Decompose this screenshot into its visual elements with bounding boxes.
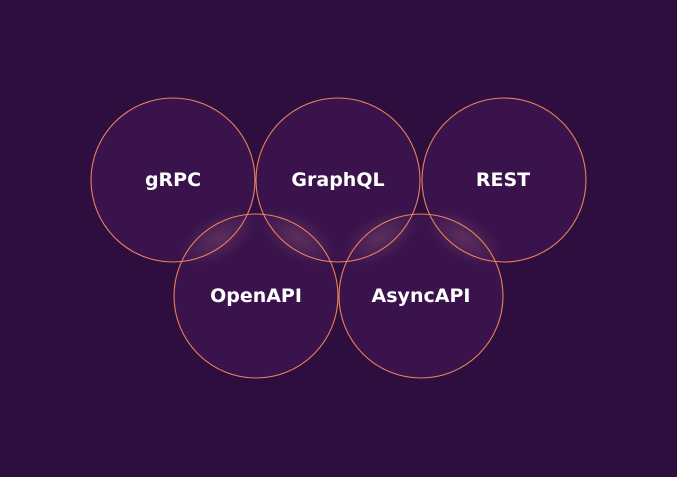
overlap-highlight-left bbox=[180, 209, 256, 267]
circle-outlines bbox=[90, 97, 587, 379]
outline-openapi bbox=[173, 213, 339, 379]
outline-rest bbox=[421, 97, 587, 263]
circle-fills bbox=[91, 98, 586, 378]
outline-grpc bbox=[90, 97, 256, 263]
overlap-highlight-center-right bbox=[342, 209, 418, 267]
label-rest: REST bbox=[476, 169, 530, 191]
overlap-highlights bbox=[180, 209, 502, 267]
outline-graphql bbox=[255, 97, 421, 263]
label-graphql: GraphQL bbox=[291, 169, 384, 191]
label-asyncapi: AsyncAPI bbox=[372, 285, 471, 307]
label-grpc: gRPC bbox=[145, 169, 201, 191]
overlap-highlight-right bbox=[426, 209, 502, 267]
overlap-highlight-center-left bbox=[260, 209, 336, 267]
outline-asyncapi bbox=[338, 213, 504, 379]
label-openapi: OpenAPI bbox=[210, 285, 302, 307]
circle-labels: gRPC GraphQL REST OpenAPI AsyncAPI bbox=[145, 169, 530, 307]
